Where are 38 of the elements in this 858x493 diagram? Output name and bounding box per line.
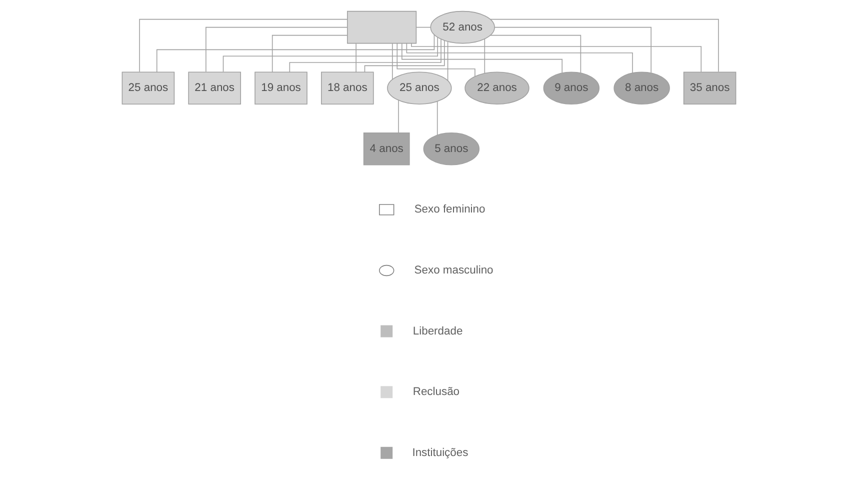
node-box: 21 anos [188, 72, 241, 104]
connector [494, 26, 652, 74]
connector [490, 18, 719, 72]
node-ellipse: 52 anos [430, 10, 495, 44]
legend-label: Instituições [412, 446, 468, 459]
connector [411, 43, 702, 72]
node-box: 35 anos [683, 72, 736, 104]
connector [206, 26, 348, 72]
node-box: 4 anos [363, 132, 410, 166]
connector [289, 38, 442, 72]
connector [272, 34, 348, 72]
connector [392, 43, 393, 80]
connector [396, 43, 476, 77]
connector [398, 100, 399, 134]
node-box: 19 anos [254, 72, 308, 104]
connector [402, 43, 562, 74]
node-ellipse: 8 anos [614, 72, 670, 104]
legend-label: Reclusão [412, 386, 460, 398]
node-ellipse: 22 anos [464, 72, 530, 104]
node-box: 18 anos [321, 72, 374, 104]
connector [490, 34, 582, 74]
connector [416, 26, 432, 28]
connector [156, 34, 435, 72]
node-box: 25 anos [122, 72, 175, 104]
connector [139, 18, 348, 72]
connector [484, 38, 486, 74]
connector [364, 40, 445, 72]
node-ellipse: 5 anos [423, 132, 480, 166]
connector [222, 36, 438, 72]
connector [447, 41, 448, 82]
node-ellipse: 9 anos [543, 72, 600, 104]
legend-label: Sexo masculino [414, 264, 494, 276]
node-box [347, 10, 417, 44]
node-ellipse: 25 anos [387, 72, 452, 104]
connector [436, 101, 438, 136]
connector [406, 42, 633, 74]
legend-label: Sexo feminino [414, 204, 486, 216]
legend-label: Liberdade [412, 325, 463, 338]
